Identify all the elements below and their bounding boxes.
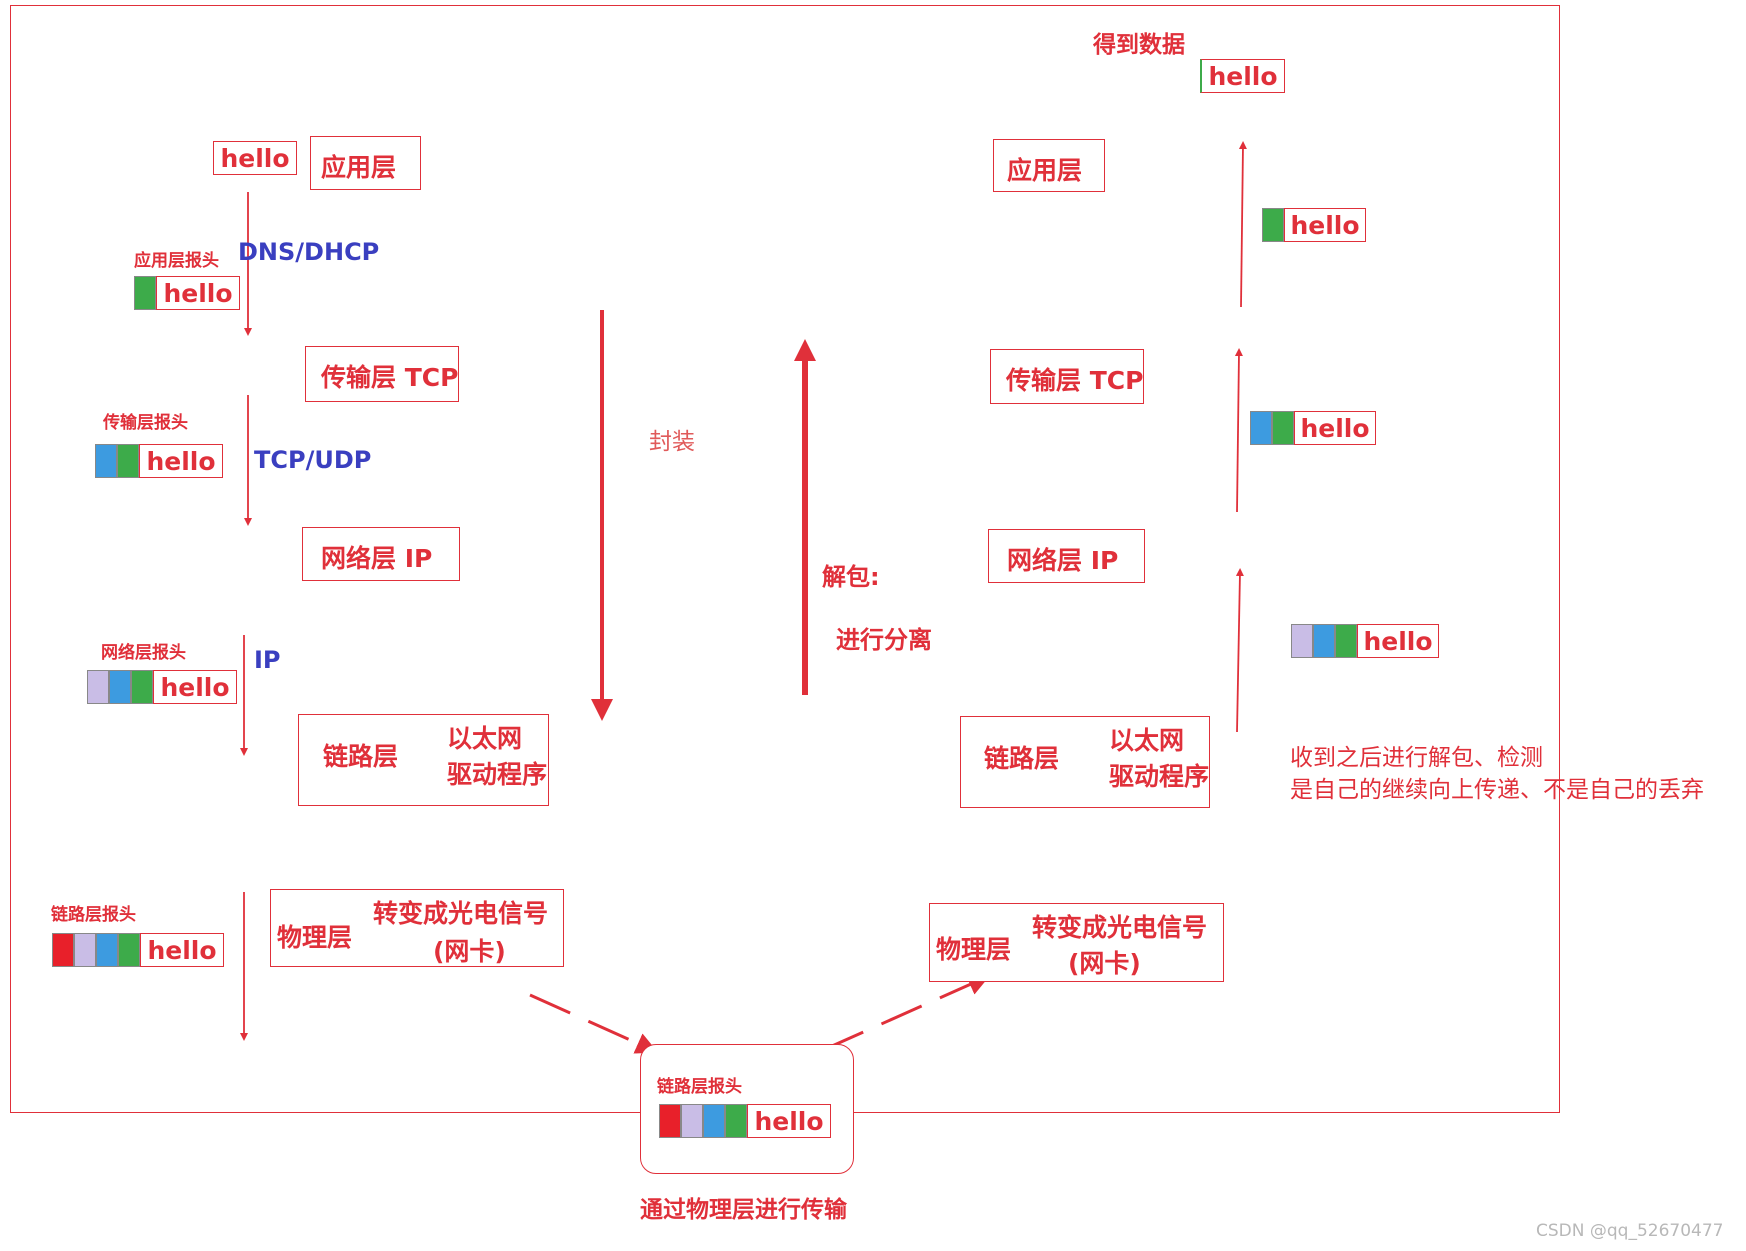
app-header-segment (1335, 624, 1357, 658)
network-header-label: 网络层报头 (101, 643, 186, 663)
left-transport-layer-box: 传输层 TCP (305, 346, 459, 402)
app-header-segment (1272, 411, 1294, 445)
transmission-packet: hello (659, 1104, 831, 1138)
right-link-layer-label: 链路层 (984, 744, 1060, 773)
right-link-detail-1: 以太网 (1109, 726, 1185, 755)
left-application-layer-label: 应用层 (321, 153, 397, 182)
up-arrow-link (1235, 568, 1244, 733)
right-physical-layer-box: 物理层 转变成光电信号 (网卡) (929, 903, 1224, 982)
transport-protocol-label: TCP/UDP (254, 446, 372, 474)
left-physical-detail-1: 转变成光电信号 (373, 899, 549, 928)
right-link-detail-2: 驱动程序 (1109, 762, 1210, 791)
app-packet: hello (134, 276, 240, 310)
right-transport-packet: hello (1250, 411, 1376, 445)
packet-payload: hello (1357, 624, 1439, 658)
result-label: 得到数据 (1093, 32, 1185, 58)
transport-header-segment (109, 670, 131, 704)
result-payload-box: hello (1200, 59, 1285, 93)
right-physical-detail-2: (网卡) (1068, 949, 1141, 978)
decapsulation-note-1: 收到之后进行解包、检测 (1290, 745, 1543, 771)
app-header-segment (118, 933, 140, 967)
network-header-segment (87, 670, 109, 704)
decapsulation-note-2: 是自己的继续向上传递、不是自己的丢弃 (1290, 777, 1704, 803)
left-application-layer-box: 应用层 (310, 136, 421, 190)
transport-header-segment (703, 1104, 725, 1138)
left-link-layer-label: 链路层 (323, 742, 399, 771)
packet-payload: hello (153, 670, 237, 704)
transmission-caption: 通过物理层进行传输 (640, 1197, 847, 1223)
transport-header-segment (1250, 411, 1272, 445)
network-protocol-label: IP (254, 646, 281, 674)
transmit-arrow-in (822, 974, 991, 1052)
app-header-label: 应用层报头 (134, 251, 219, 271)
left-physical-detail-2: (网卡) (433, 937, 506, 966)
payload-box-top-left: hello (213, 141, 297, 175)
transmission-box: 链路层报头 hello (640, 1044, 854, 1174)
right-application-layer-label: 应用层 (1007, 156, 1083, 185)
left-transport-layer-label: 传输层 TCP (321, 363, 459, 392)
app-header-segment (1262, 208, 1284, 242)
left-link-layer-box: 链路层 以太网 驱动程序 (298, 714, 549, 806)
packet-payload: hello (156, 276, 240, 310)
transport-packet: hello (95, 444, 223, 478)
up-arrow-network (1234, 348, 1243, 513)
decapsulation-label-1: 解包: (822, 563, 880, 591)
link-packet: hello (52, 933, 224, 967)
right-network-packet: hello (1291, 624, 1439, 658)
payload-text: hello (220, 144, 290, 173)
up-arrow-transport (1238, 141, 1247, 308)
network-header-segment (1291, 624, 1313, 658)
packet-payload: hello (1284, 208, 1366, 242)
app-header-segment (725, 1104, 747, 1138)
app-header-segment (131, 670, 153, 704)
decapsulation-label-2: 进行分离 (836, 626, 932, 654)
left-physical-layer-label: 物理层 (277, 923, 353, 952)
watermark: CSDN @qq_52670477 (1536, 1221, 1724, 1241)
transport-header-segment (95, 444, 117, 478)
packet-payload: hello (140, 933, 224, 967)
left-physical-layer-box: 物理层 转变成光电信号 (网卡) (270, 889, 564, 967)
app-header-segment (134, 276, 156, 310)
left-link-detail-2: 驱动程序 (447, 760, 548, 789)
app-header-segment (117, 444, 139, 478)
transmission-header-label: 链路层报头 (657, 1077, 742, 1097)
right-app-packet: hello (1262, 208, 1366, 242)
result-payload-text: hello (1208, 62, 1278, 91)
transport-header-segment (1313, 624, 1335, 658)
packet-payload: hello (139, 444, 223, 478)
app-protocol-label: DNS/DHCP (238, 238, 380, 266)
transport-header-label: 传输层报头 (103, 413, 188, 433)
left-network-layer-box: 网络层 IP (302, 527, 460, 581)
right-network-layer-box: 网络层 IP (988, 529, 1145, 583)
right-physical-layer-label: 物理层 (936, 935, 1012, 964)
network-packet: hello (87, 670, 237, 704)
link-header-segment (659, 1104, 681, 1138)
link-header-label: 链路层报头 (51, 905, 136, 925)
right-application-layer-box: 应用层 (993, 139, 1105, 192)
right-transport-layer-label: 传输层 TCP (1006, 366, 1144, 395)
left-link-detail-1: 以太网 (447, 724, 523, 753)
right-physical-detail-1: 转变成光电信号 (1032, 913, 1208, 942)
packet-payload: hello (747, 1104, 831, 1138)
right-network-layer-label: 网络层 IP (1007, 546, 1119, 575)
right-link-layer-box: 链路层 以太网 驱动程序 (960, 716, 1210, 808)
network-header-segment (74, 933, 96, 967)
encapsulation-label: 封装 (649, 429, 695, 455)
right-transport-layer-box: 传输层 TCP (990, 349, 1144, 404)
transport-header-segment (96, 933, 118, 967)
transmit-arrow-out (529, 993, 659, 1054)
link-header-segment (52, 933, 74, 967)
packet-payload: hello (1294, 411, 1376, 445)
left-network-layer-label: 网络层 IP (321, 544, 433, 573)
network-header-segment (681, 1104, 703, 1138)
